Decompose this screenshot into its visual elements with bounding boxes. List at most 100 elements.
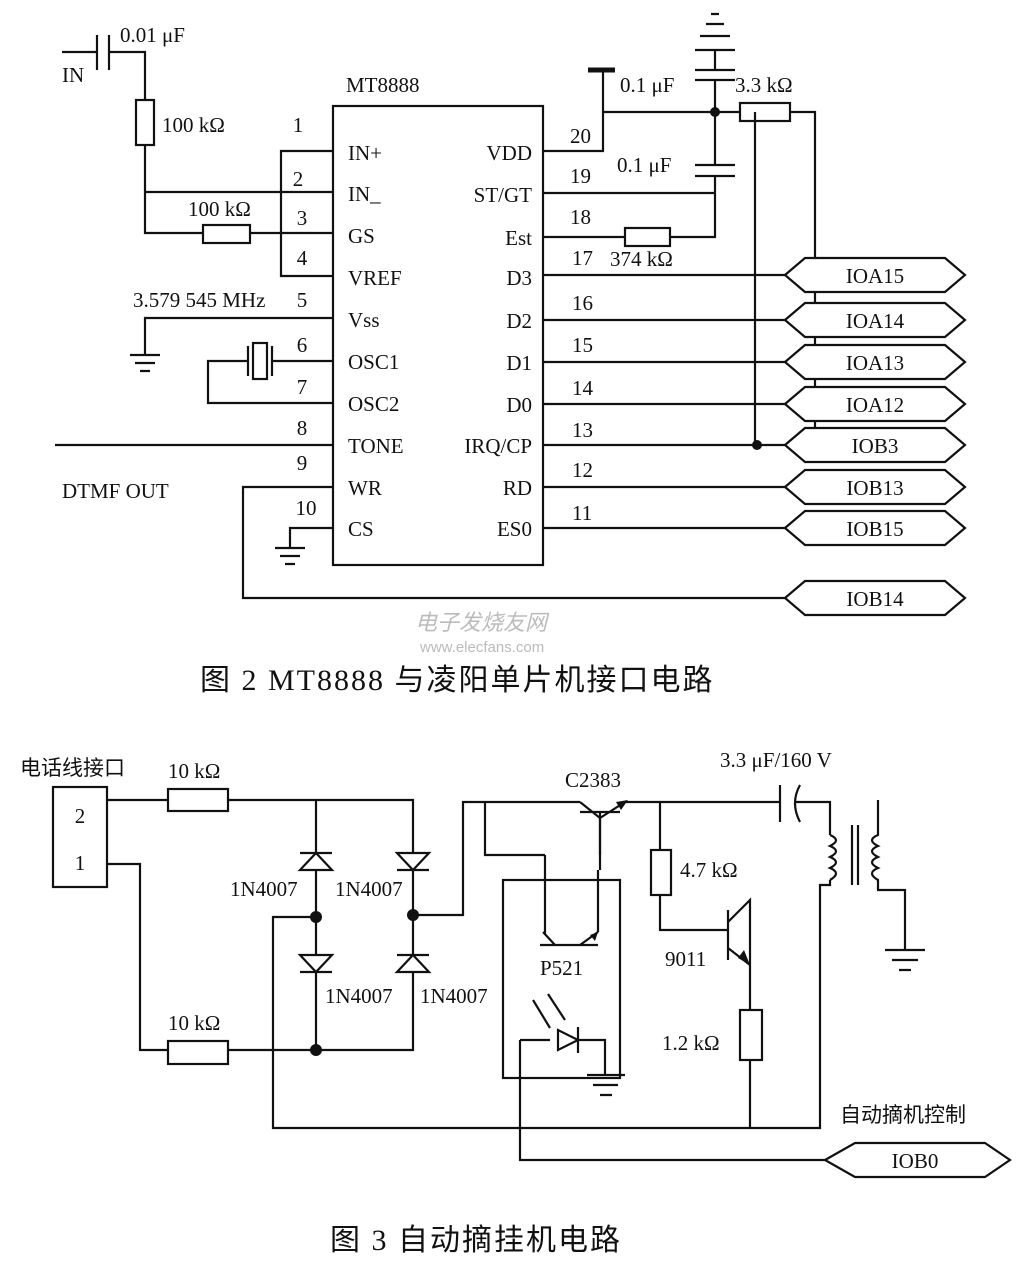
port-tag-iob0: IOB0 [822, 1141, 1012, 1179]
top-resistor-label: 10 kΩ [168, 759, 220, 783]
diode-icon [394, 953, 432, 974]
pin-number: 19 [570, 164, 591, 188]
pin-number: 17 [572, 246, 593, 270]
pin-name: VREF [348, 266, 402, 290]
diode-icon [394, 851, 432, 872]
led [520, 993, 625, 1097]
left-pins: 1 IN+ 2 IN_ 3 GS 4 VREF 5 Vss 6 OSC1 7 O… [293, 113, 404, 541]
diode-icon [297, 851, 335, 872]
pin-name: TONE [348, 434, 404, 458]
pin-name: Vss [348, 308, 380, 332]
pin-number: 18 [570, 205, 591, 229]
pin-name: ES0 [497, 517, 532, 541]
pin-name: CS [348, 517, 374, 541]
control-label: 自动摘机控制 [840, 1103, 966, 1127]
transformer [827, 800, 925, 972]
res-47-label: 4.7 kΩ [680, 858, 738, 882]
connector-label: 电话线接口 [20, 756, 125, 780]
input-cap-label: 0.01 μF [120, 23, 185, 47]
pin-number: 15 [572, 333, 593, 357]
pin-name: OSC1 [348, 350, 399, 374]
pin-number: 10 [296, 496, 317, 520]
port-tag-iob3: IOB3 [783, 426, 967, 464]
port-label: IOA13 [846, 351, 904, 375]
connector-pin: 2 [75, 804, 86, 828]
junction [310, 1044, 322, 1056]
watermark-url: www.elecfans.com [419, 639, 544, 656]
est-resistor-label: 374 kΩ [610, 247, 673, 271]
vdd-resistor-label: 3.3 kΩ [735, 73, 793, 97]
transistor-9011-wire [658, 802, 752, 1128]
port-label: IOA12 [846, 393, 904, 417]
pin-number: 20 [570, 124, 591, 148]
port-tag-iob14: IOB14 [783, 579, 967, 617]
diode-label: 1N4007 [335, 877, 403, 901]
bottom-resistor-label: 10 kΩ [168, 1011, 220, 1035]
gs-resistor [201, 223, 252, 245]
diode-icon [297, 953, 335, 974]
main-wire [271, 800, 780, 1130]
diode-label: 1N4007 [325, 984, 393, 1008]
pin-number: 11 [572, 501, 592, 525]
pin-number: 12 [572, 458, 593, 482]
wire [109, 50, 333, 235]
watermark-text: 电子发烧友网 [415, 610, 550, 635]
pin-name: WR [348, 476, 382, 500]
pin-name: Est [505, 226, 532, 250]
crystal-label: 3.579 545 MHz [133, 288, 265, 312]
pin-number: 6 [297, 333, 308, 357]
connector-pin: 1 [75, 851, 86, 875]
port-label: IOB3 [852, 434, 899, 458]
control-wire [518, 1040, 825, 1162]
port-label: IOB0 [892, 1149, 939, 1173]
pin-name: IN_ [348, 182, 381, 206]
pin-name: GS [348, 224, 375, 248]
port-label: IOA15 [846, 264, 904, 288]
port-tag-ioa12: IOA12 [783, 385, 967, 423]
vdd-cap-label: 0.1 μF [620, 73, 674, 97]
transistor2-label: 9011 [665, 947, 706, 971]
pin-number: 8 [297, 416, 308, 440]
cs-ground [275, 526, 333, 566]
right-pins: VDD 20 ST/GT 19 Est 18 D3 17 D2 16 D1 15… [464, 124, 593, 541]
gs-resistor-label: 100 kΩ [188, 197, 251, 221]
port-tag-ioa14: IOA14 [783, 301, 967, 339]
pin-name: D3 [506, 266, 532, 290]
stgt-cap-label: 0.1 μF [617, 153, 671, 177]
pin-number: 2 [293, 167, 304, 191]
transistor-c2383 [580, 800, 628, 870]
optocoupler-p521 [501, 878, 622, 1080]
input-resistor-label: 100 kΩ [162, 113, 225, 137]
port-label: IOB15 [846, 517, 903, 541]
port-tag-ioa15: IOA15 [783, 256, 967, 294]
output-capacitor [778, 784, 801, 823]
vss-ground [130, 316, 333, 373]
port-tag-ioa13: IOA13 [783, 343, 967, 381]
phone-line-connector [51, 785, 109, 889]
port-tags: IOA15 IOA14 IOA13 IOA12 IOB3 IOB13 IOB15… [543, 256, 967, 617]
port-label: IOB14 [846, 587, 904, 611]
res-12-label: 1.2 kΩ [662, 1031, 720, 1055]
figure-2: IN 0.01 μF 100 kΩ 100 kΩ MT8888 1 IN+ 2 … [55, 12, 967, 697]
crystal [246, 341, 274, 381]
figure-3-caption: 图 3 自动摘挂机电路 [330, 1224, 622, 1257]
pin-number: 5 [297, 288, 308, 312]
phototransistor [540, 855, 600, 947]
transistor1-label: C2383 [565, 768, 621, 792]
vdd-capacitor-ground [695, 12, 735, 112]
mt8888-chip [331, 104, 545, 567]
diode-label: 1N4007 [230, 877, 298, 901]
pin-number: 13 [572, 418, 593, 442]
optocoupler-label: P521 [540, 956, 583, 980]
vdd-resistor [738, 101, 792, 123]
figure-3: 电话线接口 2 1 10 kΩ 10 kΩ 1N4007 1N4007 1N40… [20, 748, 1012, 1257]
cap-out-label: 3.3 μF/160 V [720, 748, 832, 772]
pin-name: VDD [487, 141, 533, 165]
pin-name: OSC2 [348, 392, 399, 416]
port-tag-iob13: IOB13 [783, 468, 967, 506]
pin-number: 9 [297, 451, 308, 475]
pin-number: 3 [297, 206, 308, 230]
port-label: IOA14 [846, 309, 905, 333]
arrow-icon [738, 950, 750, 965]
